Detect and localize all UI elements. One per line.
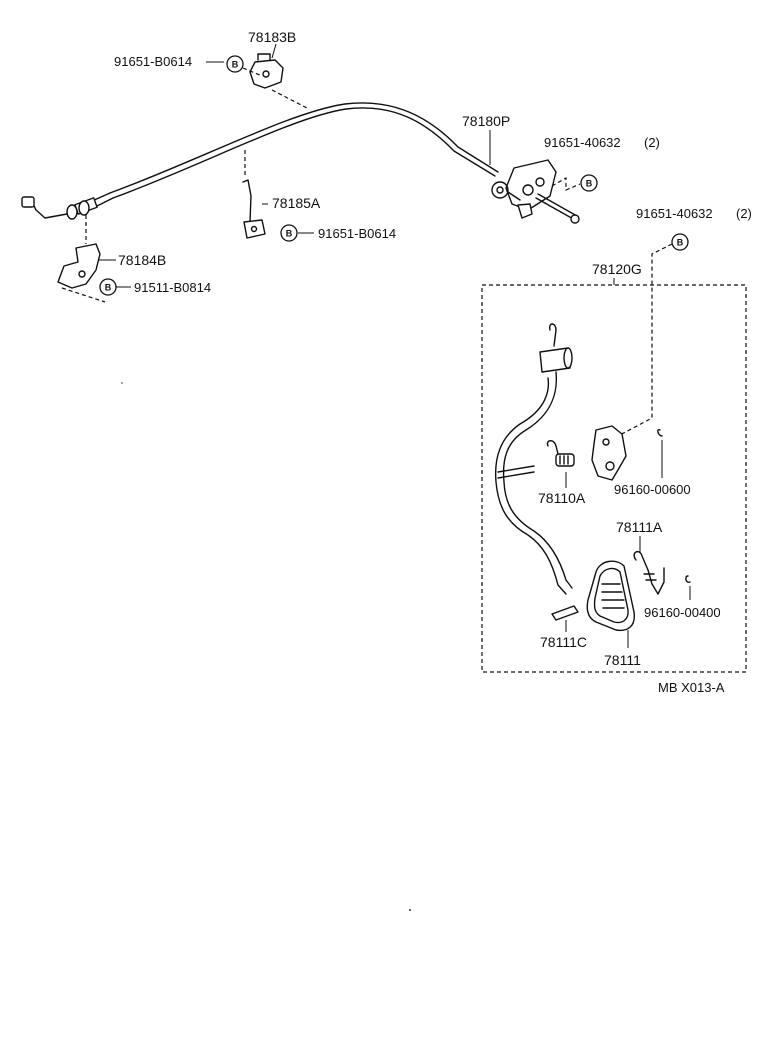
drawing-code: MB X013-A — [658, 680, 725, 695]
label-qty-a: (2) — [644, 135, 660, 150]
pedal-pad-78111 — [586, 560, 635, 632]
dash-bolt-to-pedal-bracket — [617, 243, 673, 437]
svg-text:B: B — [105, 283, 112, 293]
spring-78111A — [633, 550, 691, 595]
label-91651-40632-b: 91651-40632 — [636, 206, 713, 221]
pedal-bracket — [591, 425, 663, 481]
bolt-marker-91651-40632-b: B — [671, 233, 689, 251]
svg-text:B: B — [677, 238, 684, 248]
cable-clip-78185A — [242, 179, 266, 239]
svg-text:B: B — [586, 179, 593, 189]
dash-78180P-bolt — [551, 176, 581, 191]
leader-78183B — [271, 43, 277, 59]
dash-bolt-to-78183B — [242, 67, 263, 77]
label-91651-B0614-mid: 91651-B0614 — [318, 226, 396, 241]
label-78111C: 78111C — [540, 634, 587, 650]
label-96160-00400: 96160-00400 — [644, 605, 721, 620]
label-78184B: 78184B — [118, 252, 166, 268]
svg-text:B: B — [232, 60, 239, 70]
label-78180P: 78180P — [462, 113, 510, 129]
scan-speck — [121, 382, 123, 384]
bolt-marker-91651-40632-a: B — [580, 174, 598, 192]
label-91651-B0614-top: 91651-B0614 — [114, 54, 192, 69]
label-qty-b: (2) — [736, 206, 752, 221]
pin-78111C — [551, 605, 579, 621]
throttle-linkage-78180P — [491, 159, 580, 224]
bracket-78184B — [57, 243, 101, 289]
cable-clamp-78183B — [249, 53, 284, 89]
label-78185A: 78185A — [272, 195, 321, 211]
label-78110A: 78110A — [538, 490, 586, 506]
label-78111: 78111 — [604, 652, 641, 668]
label-78183B: 78183B — [248, 29, 296, 45]
bolt-marker-91651-B0614-top: B — [226, 55, 244, 73]
label-78111A: 78111A — [616, 519, 663, 535]
dash-78184B-bolt — [61, 287, 106, 303]
pedal-lever — [494, 323, 573, 595]
bolt-marker-91651-B0614-mid: B — [280, 224, 298, 242]
label-96160-00600: 96160-00600 — [614, 482, 691, 497]
scan-speck — [409, 909, 411, 911]
svg-text:B: B — [286, 229, 293, 239]
label-78120G: 78120G — [592, 261, 642, 277]
dash-78183B-to-cable — [271, 89, 308, 109]
accelerator-cable — [21, 102, 499, 220]
bolt-marker-91511-B0814: B — [99, 278, 117, 296]
pedal-assembly-group-box — [481, 284, 747, 673]
label-91651-40632-a: 91651-40632 — [544, 135, 621, 150]
label-91511-B0814: 91511-B0814 — [134, 280, 211, 295]
spring-78110A — [546, 440, 575, 467]
